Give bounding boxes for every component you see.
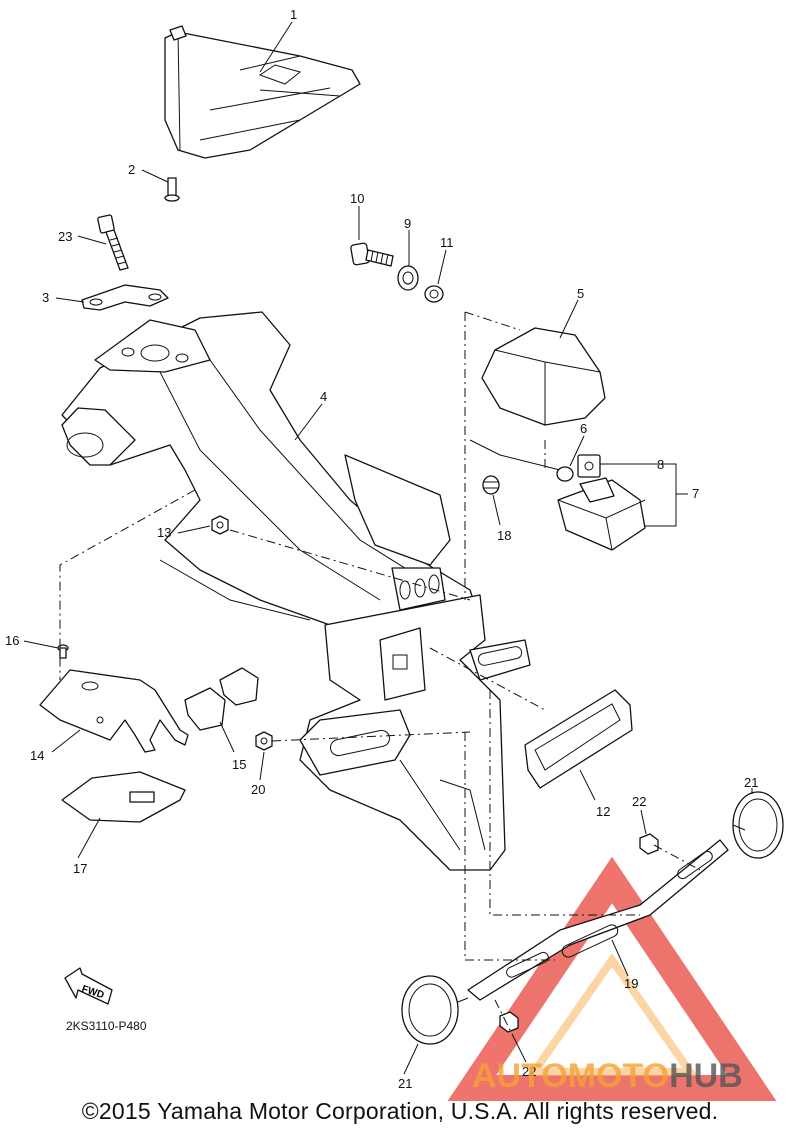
callout-23: 23 [58, 229, 72, 244]
part-15-damper [184, 667, 259, 731]
part-1-tail-box [164, 25, 361, 159]
watermark-logo [447, 856, 777, 1101]
part-14-bracket [39, 669, 189, 753]
callout-11: 11 [440, 235, 454, 250]
callout-21-left: 21 [398, 1076, 412, 1091]
reference-code: 2KS3110-P480 [66, 1019, 147, 1033]
callout-1: 1 [290, 7, 297, 22]
callout-8: 8 [657, 457, 664, 472]
watermark-text: AUTOMOTOHUB [472, 1057, 743, 1095]
callout-20: 20 [251, 782, 265, 797]
callout-22-upper: 22 [632, 794, 646, 809]
part-11-collar [424, 285, 444, 303]
callout-21-right: 21 [744, 775, 758, 790]
part-3-bracket [81, 284, 169, 311]
part-5-light-cover [481, 327, 606, 426]
part-13-nut [211, 515, 229, 535]
part-22-nut-upper [639, 833, 659, 855]
part-7-lamp-assembly [469, 439, 646, 551]
watermark-brand-part2: HUB [669, 1057, 743, 1095]
part-22-nut-lower [499, 1011, 519, 1033]
callout-12: 12 [596, 804, 610, 819]
part-18-grommet [482, 475, 500, 495]
copyright-notice: ©2015 Yamaha Motor Corporation, U.S.A. A… [81, 1098, 719, 1124]
callout-4: 4 [320, 389, 327, 404]
callout-9: 9 [404, 216, 411, 231]
assembly-lines [59, 311, 701, 1031]
leader-lines [23, 21, 753, 1075]
callout-22-lower: 22 [522, 1064, 536, 1079]
watermark-brand-part1: AUTOMOTO [472, 1057, 669, 1095]
part-9-grommet [397, 265, 419, 291]
callout-10: 10 [350, 191, 364, 206]
callout-14: 14 [30, 748, 44, 763]
part-2-screw [164, 177, 180, 202]
callout-2: 2 [128, 162, 135, 177]
part-12-reflector [524, 689, 633, 789]
callout-15: 15 [232, 757, 246, 772]
fwd-arrow-icon: FWD [64, 967, 113, 1005]
callout-3: 3 [42, 290, 49, 305]
callout-17: 17 [73, 861, 87, 876]
callout-6: 6 [580, 421, 587, 436]
part-21-round-reflector-left [401, 975, 469, 1045]
callout-numbers: 1 2 3 4 5 6 7 8 9 10 11 12 13 14 15 16 1… [5, 7, 758, 1091]
part-19-stay [467, 839, 729, 1001]
callout-19: 19 [624, 976, 638, 991]
callout-7: 7 [692, 486, 699, 501]
part-21-round-reflector-right [732, 791, 784, 859]
callout-16: 16 [5, 633, 19, 648]
license-plate-bracket [299, 594, 531, 871]
part-4-rear-fender [61, 311, 481, 641]
part-20-nut [255, 731, 273, 751]
part-23-bolt [97, 214, 129, 271]
part-10-bolt [350, 242, 394, 267]
part-17-tray [61, 771, 186, 823]
callout-13: 13 [157, 525, 171, 540]
callout-5: 5 [577, 286, 584, 301]
callout-18: 18 [497, 528, 511, 543]
svg-text:AUTOMOTOHUB: AUTOMOTOHUB [472, 1057, 743, 1095]
